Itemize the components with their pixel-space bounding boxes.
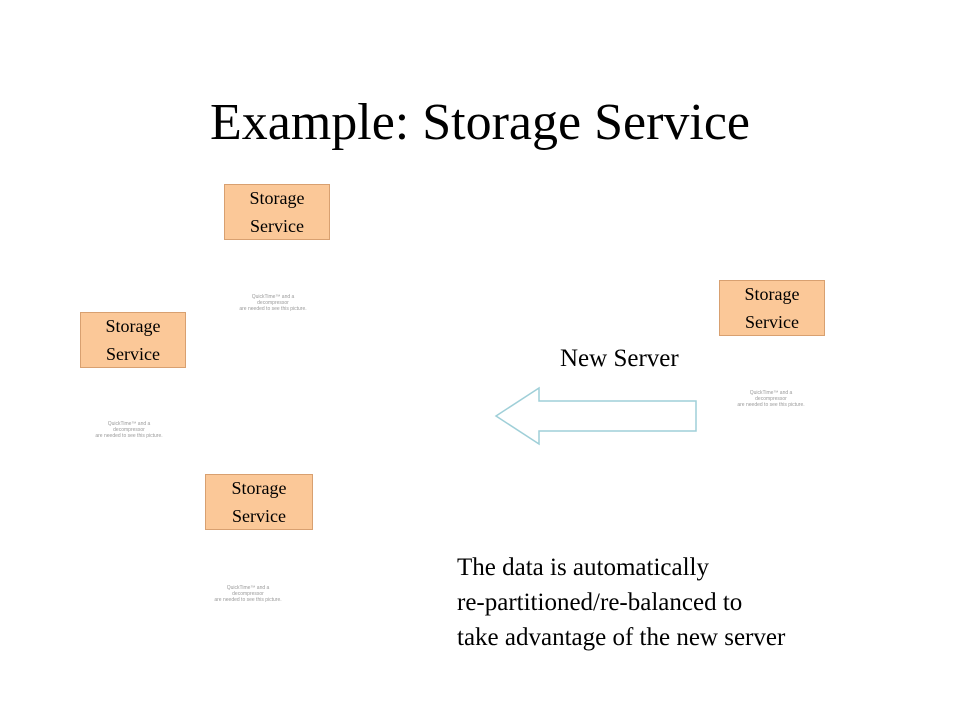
storage-box-line1: Storage: [744, 284, 800, 304]
quicktime-line1: QuickTime™ and a: [749, 390, 793, 396]
slide-title: Example: Storage Service: [209, 94, 751, 151]
caption-line2: re-partitioned/re-balanced to: [457, 589, 743, 616]
storage-box-line2: Service: [232, 506, 286, 526]
quicktime-line1: QuickTime™ and a: [107, 421, 151, 427]
quicktime-placeholder-new: QuickTime™ and a decompressor are needed…: [726, 390, 816, 408]
arrow-shape: [494, 386, 697, 446]
quicktime-placeholder-bottom: QuickTime™ and a decompressor are needed…: [203, 585, 293, 603]
storage-box-line2: Service: [250, 216, 304, 236]
quicktime-line2: decompressor: [257, 300, 289, 306]
rebalance-caption: The data is automatically re-partitioned…: [457, 550, 785, 655]
quicktime-placeholder-top: QuickTime™ and a decompressor are needed…: [228, 294, 318, 312]
storage-service-box-bottom: Storage Service: [205, 474, 313, 530]
quicktime-line3: are needed to see this picture.: [214, 597, 282, 603]
new-server-label: New Server: [560, 345, 679, 372]
quicktime-line3: are needed to see this picture.: [95, 433, 163, 439]
left-arrow-icon: [494, 386, 697, 446]
quicktime-line2: decompressor: [755, 396, 787, 402]
quicktime-line3: are needed to see this picture.: [737, 402, 805, 408]
caption-line3: take advantage of the new server: [457, 624, 786, 651]
quicktime-line2: decompressor: [113, 427, 145, 433]
storage-box-line2: Service: [106, 344, 160, 364]
quicktime-line3: are needed to see this picture.: [239, 306, 307, 312]
storage-service-box-left: Storage Service: [80, 312, 186, 368]
storage-box-line2: Service: [745, 312, 799, 332]
caption-line1: The data is automatically: [457, 554, 709, 581]
storage-box-line1: Storage: [231, 478, 287, 498]
storage-service-box-new: Storage Service: [719, 280, 825, 336]
quicktime-line1: QuickTime™ and a: [226, 585, 270, 591]
storage-service-box-top: Storage Service: [224, 184, 330, 240]
quicktime-line1: QuickTime™ and a: [251, 294, 295, 300]
storage-box-line1: Storage: [105, 316, 161, 336]
storage-box-line1: Storage: [249, 188, 305, 208]
quicktime-placeholder-left: QuickTime™ and a decompressor are needed…: [84, 421, 174, 439]
quicktime-line2: decompressor: [232, 591, 264, 597]
